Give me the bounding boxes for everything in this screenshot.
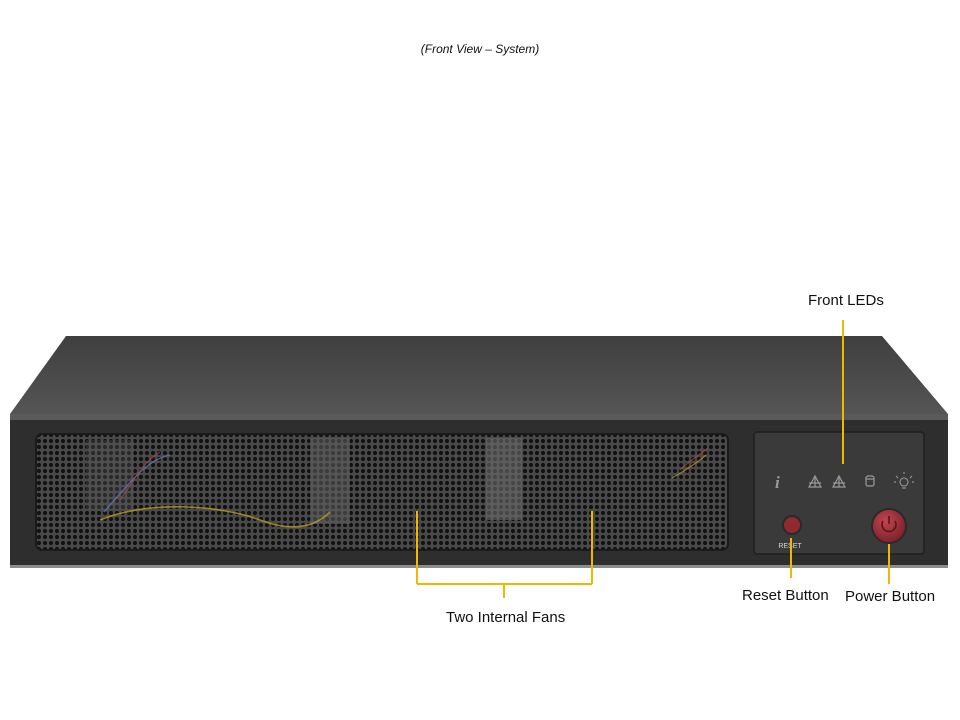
hdd-icon bbox=[865, 475, 875, 487]
internal-fans-label: Two Internal Fans bbox=[446, 609, 566, 626]
vent-grille bbox=[35, 433, 729, 551]
network-2-icon bbox=[831, 474, 847, 488]
control-panel: i RESET bbox=[753, 431, 925, 555]
chassis-top bbox=[10, 336, 948, 414]
info-icon: i bbox=[775, 473, 780, 492]
fan-1 bbox=[310, 438, 350, 524]
reset-button[interactable] bbox=[782, 515, 802, 535]
figure-caption: (Front View – System) bbox=[420, 42, 540, 56]
power-button-callout: Power Button bbox=[845, 588, 936, 605]
network-1-icon bbox=[807, 474, 823, 488]
power-icon bbox=[881, 516, 897, 533]
front-leds-label: Front LEDs bbox=[808, 292, 884, 309]
reset-button-callout: Reset Button bbox=[742, 587, 829, 604]
callout-lines bbox=[416, 320, 890, 598]
power-button[interactable] bbox=[871, 508, 907, 544]
fan-2 bbox=[486, 438, 522, 520]
chassis-edge bbox=[10, 414, 948, 420]
power-led-icon bbox=[894, 472, 914, 489]
